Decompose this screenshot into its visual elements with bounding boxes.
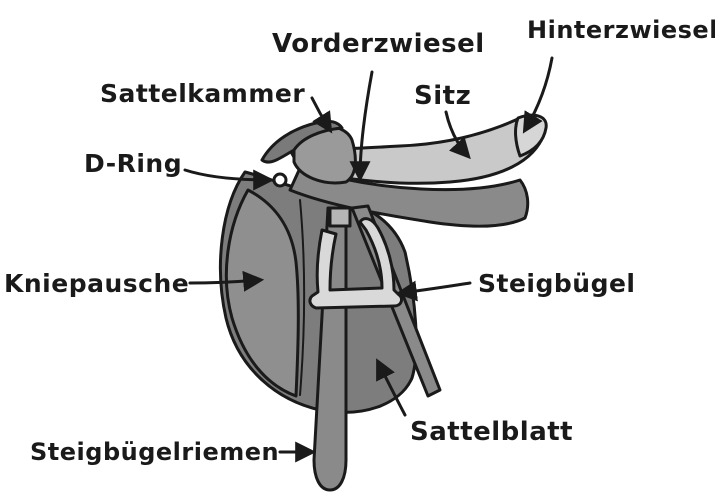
- label-sitz: Sitz: [414, 81, 471, 111]
- label-kniepausche: Kniepausche: [4, 269, 189, 298]
- stirrup-buckle: [330, 208, 350, 226]
- label-d-ring: D-Ring: [84, 149, 182, 178]
- d-ring: [274, 174, 286, 186]
- label-sattelblatt: Sattelblatt: [410, 417, 573, 447]
- label-steigbuegelriemen: Steigbügelriemen: [30, 438, 279, 466]
- label-sattelkammer: Sattelkammer: [100, 79, 305, 108]
- label-steigbuegel: Steigbügel: [478, 269, 636, 298]
- label-vorderzwiesel: Vorderzwiesel: [272, 29, 485, 59]
- label-hinterzwiesel: Hinterzwiesel: [527, 16, 715, 44]
